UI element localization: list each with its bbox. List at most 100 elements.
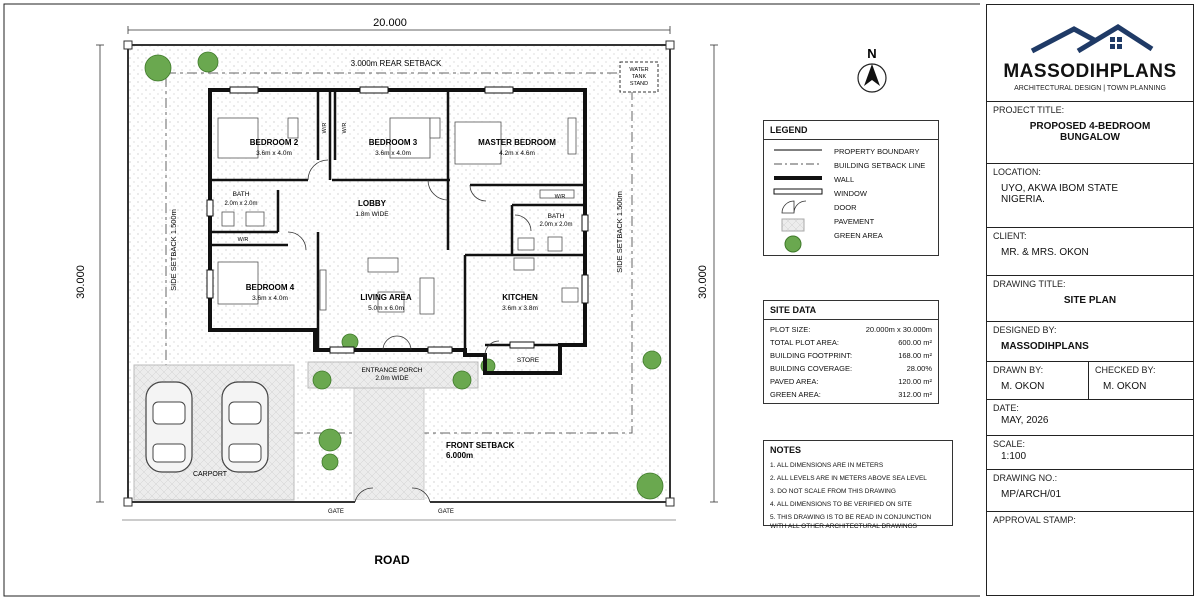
bed — [389, 117, 431, 159]
site-data-box: SITE DATA PLOT SIZE:20.000m x 30.000m TO… — [763, 300, 939, 404]
date-label: DATE: — [993, 403, 1019, 413]
project-label: PROJECT TITLE: — [993, 105, 1065, 115]
carport-label: CARPORT — [193, 471, 228, 478]
row-value: 28.00% — [906, 364, 932, 373]
sink — [561, 287, 579, 303]
coffee-table — [377, 291, 405, 313]
designed-value: MASSODIHPLANS — [1001, 341, 1089, 352]
water-tank-line: STAND — [630, 81, 648, 87]
corner-marker — [665, 497, 675, 507]
client-cell: CLIENT: MR. & MRS. OKON — [987, 227, 1193, 275]
door-arc — [469, 184, 487, 202]
site-data-row: GREEN AREA: 312.00 m² — [764, 388, 938, 401]
door-arc — [427, 179, 449, 201]
window — [484, 86, 514, 94]
location-value: UYO, AKWA IBOM STATE NIGERIA. — [1001, 183, 1119, 205]
house-logo-icon — [1030, 24, 1154, 54]
checked-cell: CHECKED BY: M. OKON — [1089, 361, 1193, 399]
legend-window-symbol — [773, 188, 823, 195]
row-key: GREEN AREA: — [770, 390, 821, 399]
site-data-row: BUILDING FOOTPRINT:168.00 m² — [764, 349, 938, 362]
window — [329, 346, 355, 354]
site-data-row: TOTAL PLOT AREA:600.00 m² — [764, 336, 938, 349]
basin — [517, 237, 535, 251]
room-name: BEDROOM 4 — [246, 283, 295, 292]
room-size: 2.0m x 2.0m — [539, 222, 572, 228]
note-item: 2. ALL LEVELS ARE IN METERS ABOVE SEA LE… — [770, 475, 927, 482]
drawing-title-label: DRAWING TITLE: — [993, 279, 1066, 289]
drawn-value: M. OKON — [1001, 381, 1045, 392]
wr-label: W/R — [555, 194, 566, 200]
basin — [245, 211, 265, 227]
north-label: N — [867, 46, 876, 61]
side-setback-label: SIDE SETBACK 1.500m — [615, 191, 624, 273]
legend-box: LEGEND PROPERTY BOUNDARY BUILDING SETBAC… — [763, 120, 939, 256]
legend-item: PAVEMENT — [834, 217, 875, 226]
drawing-no-label: DRAWING NO.: — [993, 473, 1058, 483]
room-name: KITCHEN — [502, 293, 538, 302]
legend-labels: PROPERTY BOUNDARY BUILDING SETBACK LINE … — [834, 145, 925, 243]
brand-text: MASSODIHPLANS ARCHITECTURAL DESIGN | TOW… — [987, 61, 1193, 92]
drawing-title-cell: DRAWING TITLE: SITE PLAN — [987, 275, 1193, 321]
room-name: MASTER BEDROOM — [478, 138, 556, 147]
site-data-row: PLOT SIZE:20.000m x 30.000m — [764, 323, 938, 336]
door-arc — [514, 214, 532, 232]
toilet — [221, 211, 235, 227]
room-size: 3.6m x 4.0m — [252, 295, 288, 302]
sofa — [419, 277, 435, 315]
room-size: 5.0m x 6.0m — [368, 305, 404, 312]
site-plan-drawing: CARPORT WATER TANK STAND — [3, 3, 983, 597]
brand-name: MASSODIHPLANS — [1003, 61, 1177, 82]
note-item: 5. THIS DRAWING IS TO BE READ IN CONJUNC… — [770, 514, 932, 530]
legend-title: LEGEND — [764, 121, 938, 140]
approval-label: APPROVAL STAMP: — [993, 515, 1076, 525]
bed — [454, 121, 502, 165]
note-item: 1. ALL DIMENSIONS ARE IN METERS — [770, 462, 884, 469]
row-value: 312.00 m² — [898, 390, 932, 399]
bed-pillow — [287, 117, 299, 139]
date-cell: DATE: MAY, 2026 — [987, 399, 1193, 435]
bed — [217, 261, 259, 305]
window — [206, 199, 214, 217]
gate-label: GATE — [328, 509, 344, 515]
client-value: MR. & MRS. OKON — [1001, 247, 1089, 258]
project-value: PROPOSED 4-BEDROOM BUNGALOW — [1029, 121, 1151, 143]
notes-title: NOTES — [770, 445, 802, 455]
drawing-title-value: SITE PLAN — [1063, 295, 1117, 306]
tree-icon — [312, 370, 332, 390]
furniture — [217, 117, 579, 315]
wr-label: W/R — [238, 237, 249, 243]
room-size: 2.0m x 2.0m — [224, 201, 257, 207]
rear-setback-label: 3.000m REAR SETBACK — [351, 59, 442, 68]
row-value: 20.000m x 30.000m — [865, 325, 932, 334]
wardrobe — [567, 117, 577, 155]
wr-label: W/R — [322, 123, 328, 134]
bed — [217, 117, 259, 159]
walkway-pavement — [353, 379, 425, 501]
window — [427, 346, 453, 354]
corner-marker — [665, 40, 675, 50]
water-tank-line: TANK — [632, 74, 647, 80]
height-dimension: 30.000 — [75, 265, 87, 299]
front-setback-value: 6.000m — [446, 451, 473, 460]
car-icon — [145, 381, 193, 473]
notes-box: NOTES 1. ALL DIMENSIONS ARE IN METERS 2.… — [763, 440, 953, 530]
row-value: 120.00 m² — [898, 377, 932, 386]
drawn-label: DRAWN BY: — [993, 365, 1044, 375]
approval-cell: APPROVAL STAMP: — [987, 511, 1193, 595]
door-arc — [382, 335, 412, 351]
drawing-no-value: MP/ARCH/01 — [1001, 489, 1062, 500]
legend-item: WALL — [834, 175, 855, 184]
room-name: LOBBY — [358, 199, 387, 208]
gate-swing — [354, 487, 431, 503]
room-name: BATH — [233, 191, 250, 198]
toilet — [547, 236, 563, 252]
legend-green-symbol — [784, 235, 802, 253]
room-size: 3.6m x 4.0m — [375, 150, 411, 157]
scale-value: 1:100 — [1001, 451, 1027, 462]
legend-symbols — [773, 149, 823, 253]
window — [229, 86, 259, 94]
door-arc — [307, 159, 329, 181]
tree-icon — [636, 472, 664, 500]
north-arrow-icon — [857, 63, 887, 93]
